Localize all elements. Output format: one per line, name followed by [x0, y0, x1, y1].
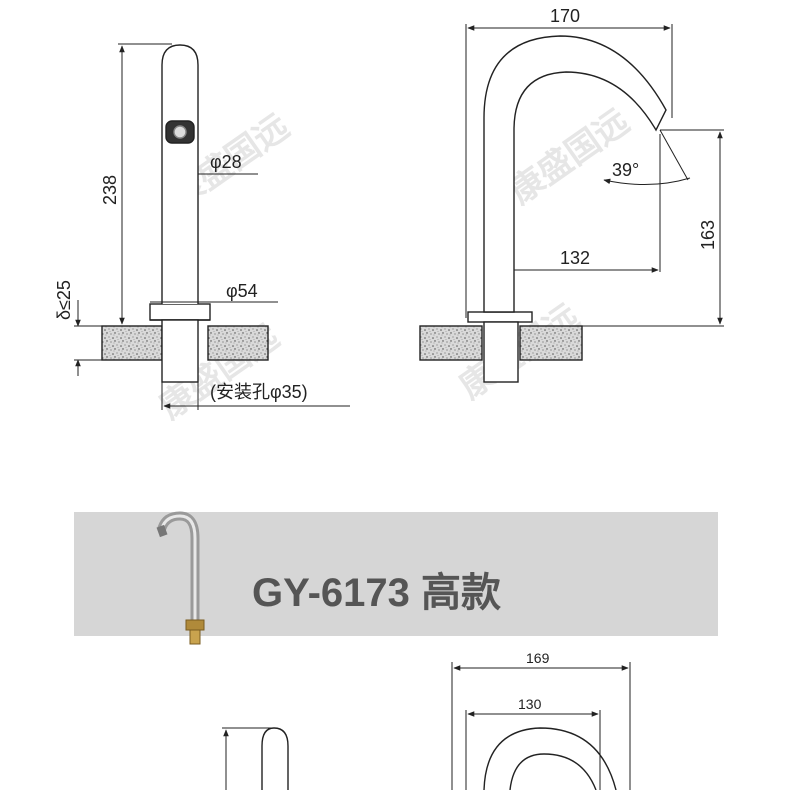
side-shank — [483, 321, 519, 383]
side-view-labels: 170 39° 132 163 — [550, 6, 718, 268]
side-counter-slab-right — [519, 325, 583, 361]
front-thickness-label: δ≤25 — [54, 280, 74, 320]
counter-slab-right — [207, 325, 269, 361]
front-view-labels: 238 φ28 φ54 δ≤25 (安装孔φ35) — [54, 152, 308, 402]
base-flange — [149, 303, 211, 321]
faucet-body-front — [161, 44, 199, 304]
front-base-diameter-label: φ54 — [226, 281, 258, 301]
front-hole-label: (安装孔φ35) — [210, 382, 308, 402]
side-width-label: 170 — [550, 6, 580, 26]
counter-slab-left — [101, 325, 163, 361]
bottom-drawing — [222, 662, 631, 790]
bottom-gooseneck — [483, 727, 617, 790]
bottom-front-body — [261, 727, 289, 790]
front-top-diameter-label: φ28 — [210, 152, 242, 172]
gooseneck-spout — [483, 35, 667, 313]
side-counter-slab-left — [419, 325, 483, 361]
sensor-icon — [165, 120, 195, 144]
side-angle-label: 39° — [612, 160, 639, 180]
bottom-drawing-labels: 169 130 — [518, 650, 550, 712]
bottom-inner-width-label: 130 — [518, 696, 542, 712]
front-view — [74, 43, 350, 410]
model-title: GY-6173 高款 — [252, 571, 502, 615]
side-height-label: 163 — [698, 220, 718, 250]
bottom-outer-width-label: 169 — [526, 650, 550, 666]
watermark-3: 康盛国远 — [502, 102, 636, 212]
side-base-flange — [467, 311, 533, 323]
front-height-label: 238 — [100, 175, 120, 205]
side-reach-label: 132 — [560, 248, 590, 268]
shank — [161, 319, 199, 383]
side-view — [419, 24, 724, 383]
